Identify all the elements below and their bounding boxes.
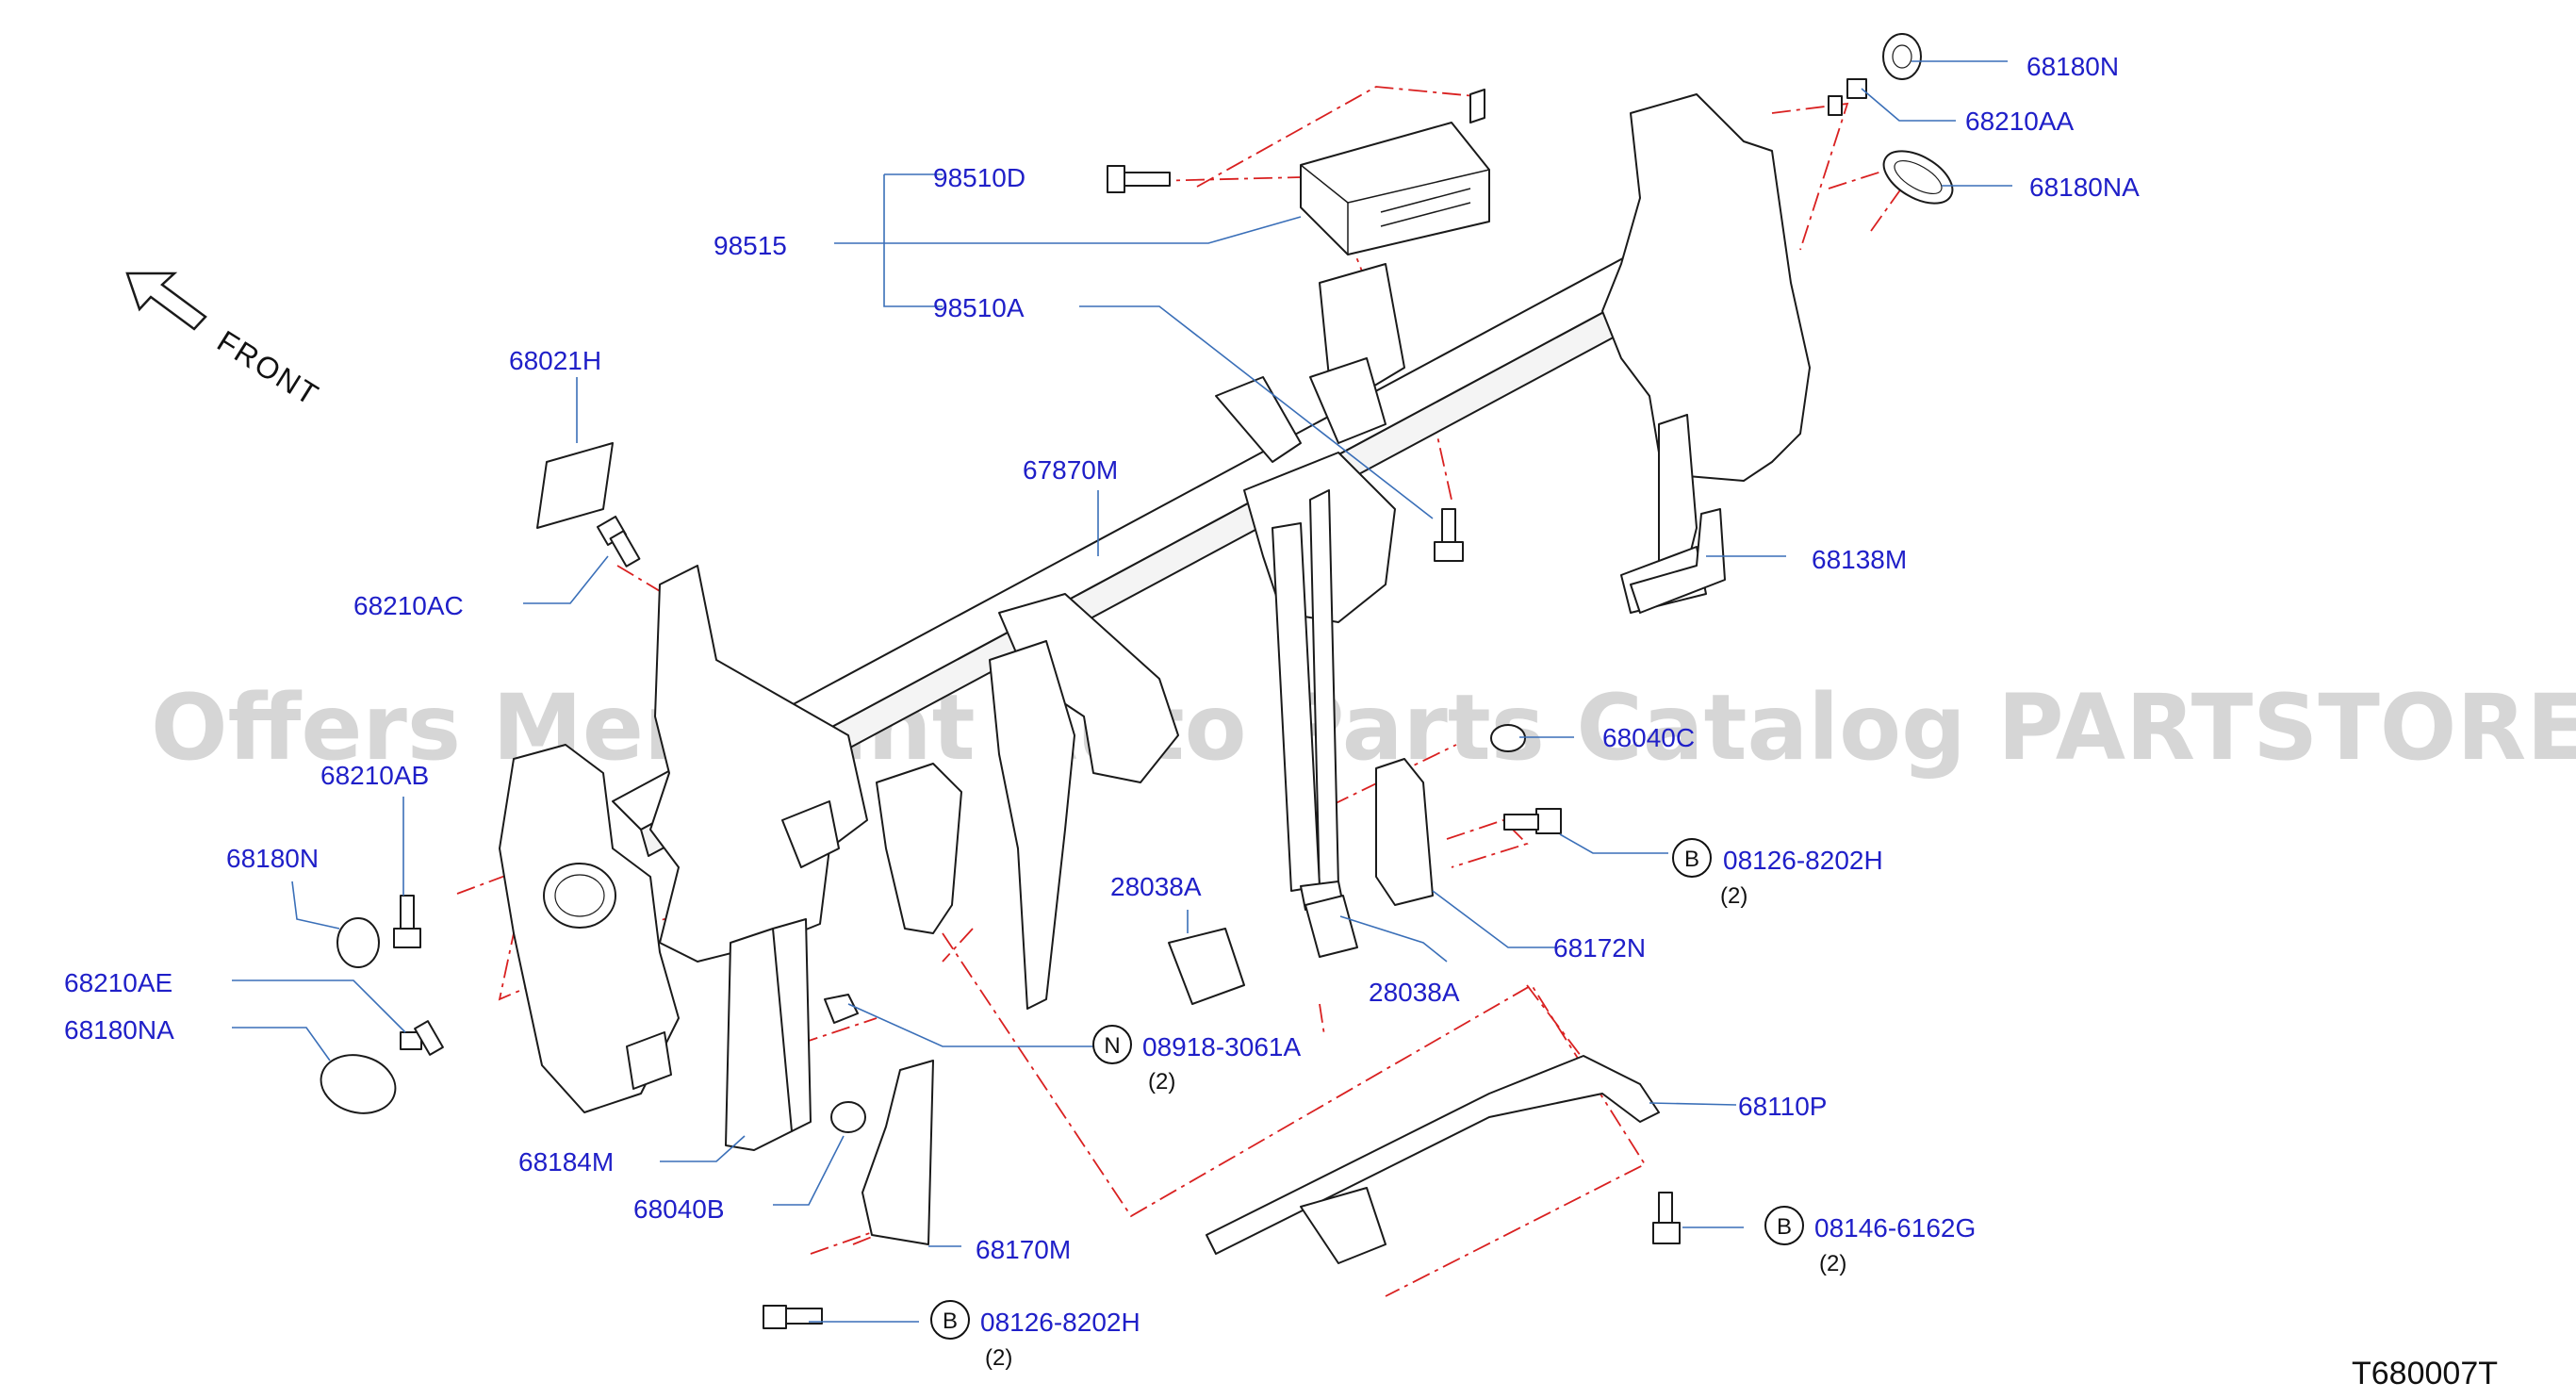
qty-08918: (2) bbox=[1148, 1069, 1175, 1095]
badge-B-08126-lower: B bbox=[930, 1300, 970, 1340]
badge-N-08918: N bbox=[1092, 1025, 1132, 1064]
quantity-labels: (2) (2) (2) (2) bbox=[985, 883, 1846, 1371]
badge-B-08146: B bbox=[1764, 1206, 1804, 1245]
bolt-68210AE bbox=[400, 1020, 444, 1056]
bolt-08126-8202H-upper bbox=[1503, 808, 1562, 834]
label-68138M[interactable]: 68138M bbox=[1812, 545, 1907, 574]
part-labels: 68180N 68210AA 68180NA 98510D 98515 9851… bbox=[64, 52, 2140, 1337]
label-68021H[interactable]: 68021H bbox=[509, 346, 601, 375]
bracket-68184M bbox=[725, 918, 812, 1151]
label-68210AB[interactable]: 68210AB bbox=[320, 761, 429, 790]
label-68210AE[interactable]: 68210AE bbox=[64, 968, 172, 997]
pad-68021H bbox=[536, 442, 614, 529]
front-arrow-icon bbox=[125, 272, 207, 331]
cap-68180N-right bbox=[1882, 33, 1922, 80]
label-68040C[interactable]: 68040C bbox=[1602, 723, 1695, 752]
label-68180N-left[interactable]: 68180N bbox=[226, 844, 319, 873]
svg-text:N: N bbox=[1104, 1033, 1120, 1059]
bolt-68210AB bbox=[393, 895, 421, 948]
bolt-68210AA bbox=[1828, 78, 1867, 116]
bracket-28038A-right bbox=[1304, 895, 1358, 958]
label-68110P[interactable]: 68110P bbox=[1738, 1092, 1827, 1121]
cap-68180N-left bbox=[336, 917, 380, 968]
label-08146-6162G[interactable]: 08146-6162G bbox=[1814, 1213, 1976, 1243]
front-label: FRONT bbox=[211, 323, 325, 412]
cap-68180NA-right bbox=[1882, 150, 1954, 205]
label-68210AC[interactable]: 68210AC bbox=[353, 591, 464, 620]
label-67870M[interactable]: 67870M bbox=[1023, 455, 1118, 485]
label-08126-8202H-upper[interactable]: 08126-8202H bbox=[1723, 846, 1883, 875]
qty-08146: (2) bbox=[1819, 1251, 1846, 1276]
nut-68040C bbox=[1490, 724, 1526, 752]
qty-08126-lower: (2) bbox=[985, 1345, 1012, 1371]
label-68040B[interactable]: 68040B bbox=[633, 1194, 725, 1224]
bolt-98510D bbox=[1107, 165, 1171, 193]
cap-68180NA-left bbox=[320, 1054, 397, 1114]
label-68172N[interactable]: 68172N bbox=[1553, 933, 1646, 963]
diagram-code: T680007T bbox=[2352, 1356, 2498, 1391]
label-68184M[interactable]: 68184M bbox=[518, 1147, 614, 1177]
label-68170M[interactable]: 68170M bbox=[976, 1235, 1071, 1264]
svg-text:B: B bbox=[943, 1308, 958, 1334]
label-08918-3061A[interactable]: 08918-3061A bbox=[1142, 1032, 1301, 1062]
label-28038A-left[interactable]: 28038A bbox=[1110, 872, 1202, 901]
bolt-08146-6162G bbox=[1652, 1192, 1681, 1244]
badge-B-08126-upper: B bbox=[1672, 838, 1712, 878]
bolt-68210AC bbox=[596, 515, 641, 568]
qty-08126-upper: (2) bbox=[1720, 883, 1747, 909]
brace-68110P bbox=[1206, 1055, 1660, 1264]
label-28038A-right[interactable]: 28038A bbox=[1369, 978, 1460, 1007]
nut-08918-3061A bbox=[824, 994, 859, 1024]
bracket-28038A-left bbox=[1168, 928, 1245, 1005]
bolt-98510A bbox=[1434, 508, 1464, 562]
label-08126-8202H-lower[interactable]: 08126-8202H bbox=[980, 1308, 1140, 1337]
label-68210AA[interactable]: 68210AA bbox=[1965, 107, 2075, 136]
label-98510A[interactable]: 98510A bbox=[933, 293, 1025, 322]
label-68180NA-right[interactable]: 68180NA bbox=[2029, 173, 2140, 202]
bracket-68172N bbox=[1375, 758, 1434, 906]
steering-member-beam bbox=[499, 93, 1811, 1113]
svg-text:B: B bbox=[1684, 847, 1699, 872]
svg-text:B: B bbox=[1777, 1214, 1792, 1240]
bolt-08126-8202H-lower bbox=[763, 1305, 823, 1329]
label-68180N-right[interactable]: 68180N bbox=[2026, 52, 2119, 81]
label-98515[interactable]: 98515 bbox=[714, 231, 787, 260]
label-98510D[interactable]: 98510D bbox=[933, 163, 1025, 192]
leader-lines bbox=[232, 60, 2012, 1323]
airbag-module-98515 bbox=[1300, 89, 1490, 255]
label-68180NA-left[interactable]: 68180NA bbox=[64, 1015, 174, 1045]
bracket-68170M bbox=[861, 1060, 934, 1245]
bracket-68138M bbox=[1630, 508, 1726, 614]
nut-68040B bbox=[830, 1101, 866, 1133]
